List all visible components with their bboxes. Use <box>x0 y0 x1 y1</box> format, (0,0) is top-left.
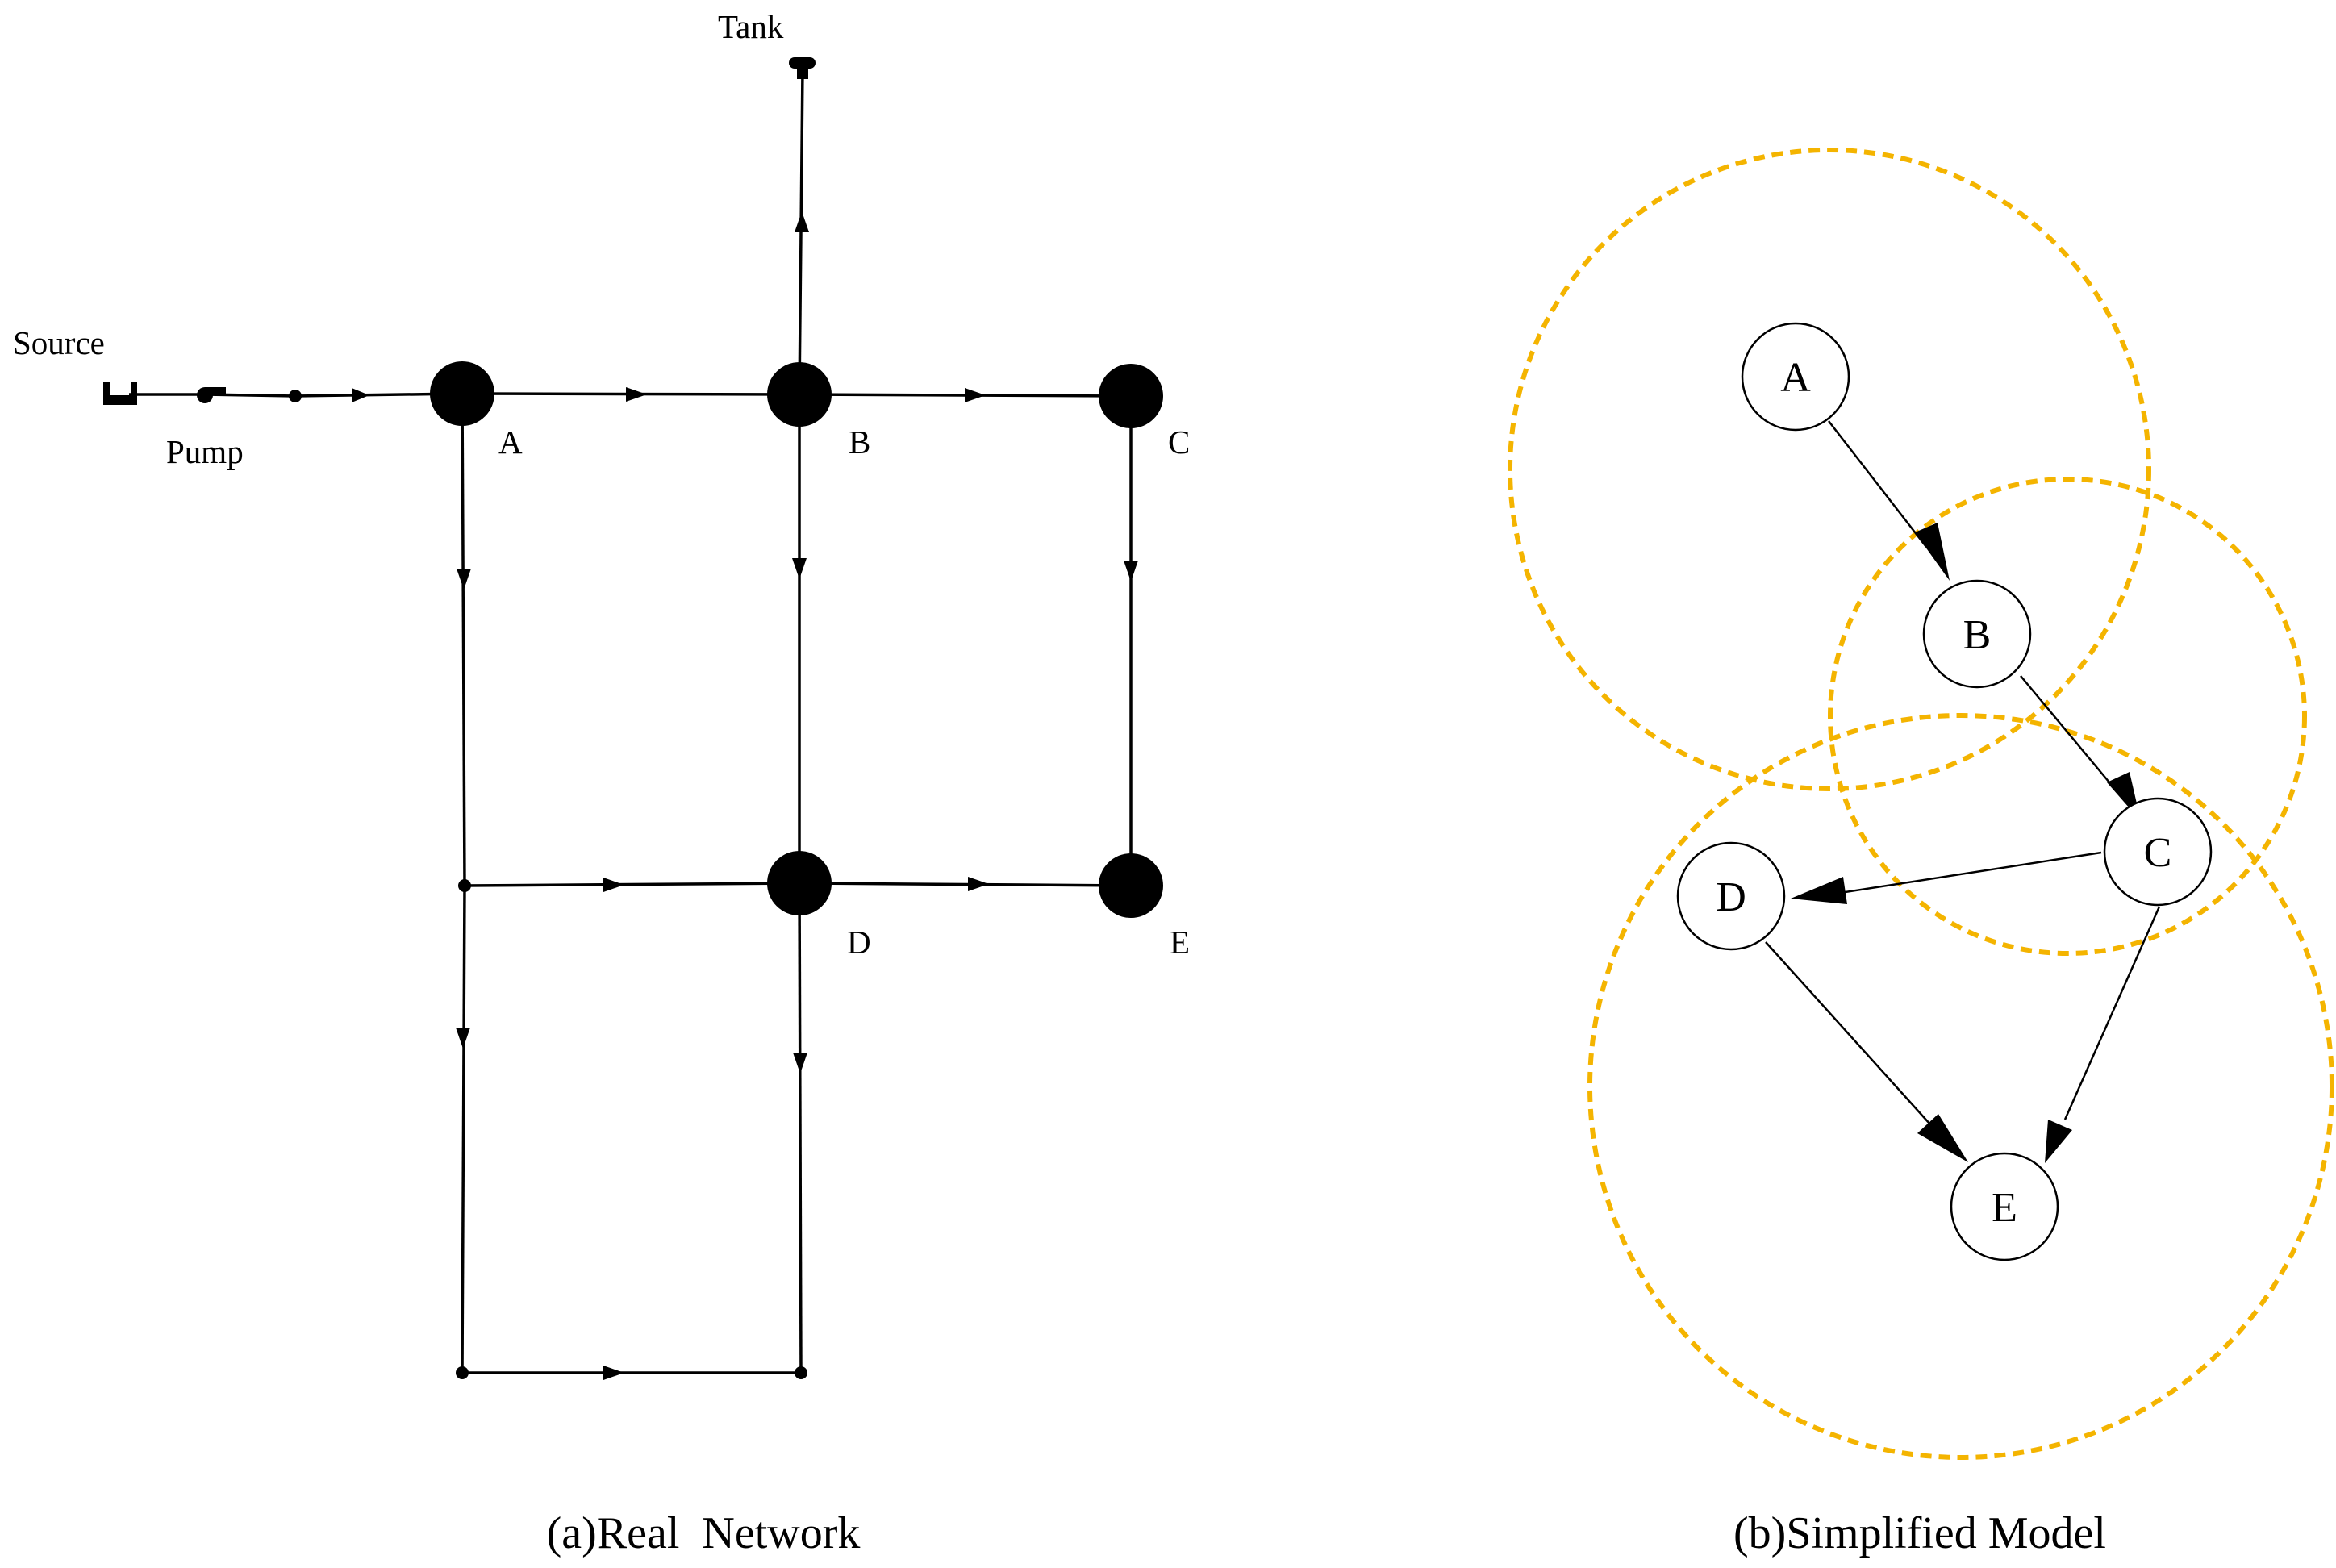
flow-arrow-icon <box>793 1053 807 1074</box>
junction-e <box>1099 853 1163 918</box>
model-node-label-e: E <box>1992 1185 2017 1231</box>
model-node-label-a: A <box>1780 355 1811 401</box>
flow-arrow-icon <box>965 388 986 402</box>
flow-arrow-icon <box>456 1028 470 1049</box>
arrowhead-icon <box>2045 1120 2072 1163</box>
minor-junction <box>289 390 302 402</box>
source-label: Source <box>13 324 105 361</box>
pump-icon <box>197 387 226 403</box>
arrowhead-icon <box>1791 877 1847 904</box>
pipe-a-south <box>461 393 466 886</box>
model-edges <box>1765 420 2161 1163</box>
model-node-d <box>1676 841 1786 951</box>
flow-arrow-icon <box>968 877 989 891</box>
region-lower <box>1587 713 2334 1460</box>
tank-label: Tank <box>718 8 784 45</box>
junction-label-c: C <box>1168 423 1190 461</box>
caption-real-network: (a)Real Network <box>547 1508 861 1558</box>
flow-arrow-icon <box>352 388 369 402</box>
minor-junctions <box>289 390 807 1379</box>
junction-c <box>1099 364 1163 428</box>
source-reservoir-icon <box>103 382 137 405</box>
model-nodes: A B C D E <box>1676 322 2213 1261</box>
model-node-label-c: C <box>2144 830 2172 876</box>
arrowhead-icon <box>1915 523 1950 581</box>
flow-arrow-icon <box>626 387 647 402</box>
real-network-panel: Source Pump Tank A B C D E (a)Real Netwo… <box>13 8 1190 1558</box>
model-node-a <box>1741 322 1850 432</box>
flow-arrow-icon <box>457 569 471 590</box>
model-node-b <box>1922 579 2032 689</box>
junction-label-e: E <box>1170 924 1190 961</box>
region-upper <box>1508 148 2151 791</box>
edge-c-e <box>2063 906 2161 1120</box>
junction-d <box>767 851 832 915</box>
junction-a <box>430 361 494 426</box>
simplified-model-panel: A B C D E (b)Simplified Model <box>1508 148 2334 1558</box>
pump-label: Pump <box>166 433 244 470</box>
minor-junction <box>795 1366 807 1379</box>
minor-junction <box>458 879 471 892</box>
pipe-pump-junction <box>204 393 296 398</box>
junction-label-b: B <box>849 423 870 461</box>
model-node-c <box>2103 797 2213 907</box>
pipe-d-bottom-right <box>798 882 803 1374</box>
pipe-south-d <box>464 882 800 887</box>
major-junctions <box>430 361 1163 918</box>
flow-arrow-icon <box>1124 561 1138 582</box>
edge-c-d <box>1824 851 2102 897</box>
edge-b-c <box>2020 675 2118 793</box>
edge-d-e <box>1765 941 1931 1125</box>
flow-arrow-icon <box>792 558 807 579</box>
pipe-d-e <box>799 882 1132 887</box>
edge-a-b <box>1828 420 1927 548</box>
flow-arrow-icon <box>603 1366 624 1380</box>
pipe-south-bottom-left <box>461 885 466 1374</box>
junction-b <box>767 362 832 427</box>
region-middle <box>1828 477 2307 956</box>
arrowhead-icon <box>1917 1114 1968 1162</box>
caption-simplified-model: (b)Simplified Model <box>1733 1508 2106 1558</box>
model-node-e <box>1950 1152 2059 1261</box>
junction-label-d: D <box>847 924 871 961</box>
flow-arrows <box>352 211 1138 1380</box>
minor-junction <box>456 1366 469 1379</box>
model-node-label-b: B <box>1963 612 1992 658</box>
flow-arrow-icon <box>603 878 624 892</box>
model-node-label-d: D <box>1716 874 1746 920</box>
tank-icon <box>789 57 816 79</box>
junction-label-a: A <box>498 423 523 461</box>
pipes <box>129 69 1133 1374</box>
flow-arrow-icon <box>795 211 809 232</box>
